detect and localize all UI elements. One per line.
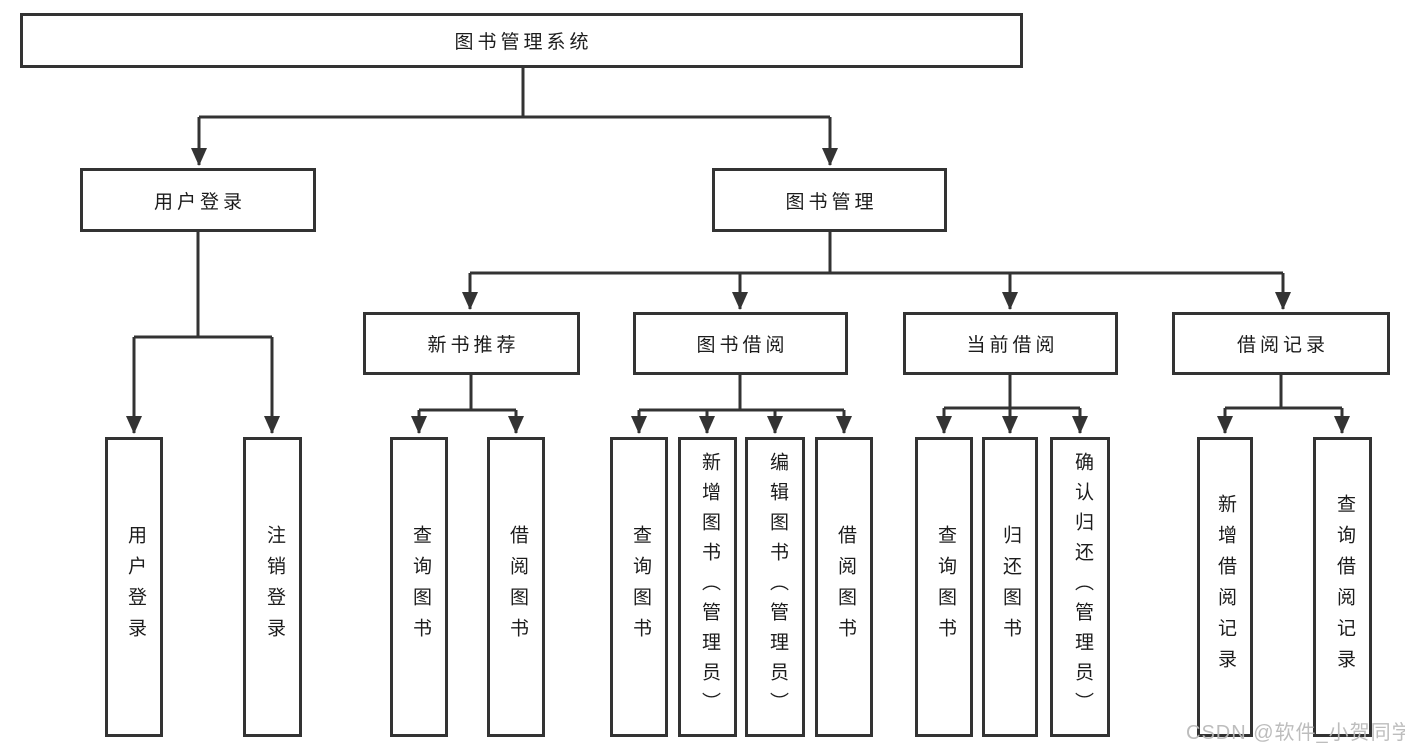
leaf-newbook-borrow-books: 借阅图书 — [487, 437, 545, 737]
node-book-borrow: 图书借阅 — [633, 312, 848, 375]
leaf-borrow-query-books: 查询图书 — [610, 437, 668, 737]
node-current-borrow: 当前借阅 — [903, 312, 1118, 375]
leaf-records-add-record: 新增借阅记录 — [1197, 437, 1253, 737]
leaf-newbook-query-books: 查询图书 — [390, 437, 448, 737]
leaf-logout: 注销登录 — [243, 437, 302, 737]
node-new-book-recommend: 新书推荐 — [363, 312, 580, 375]
leaf-current-query-books: 查询图书 — [915, 437, 973, 737]
node-book-management: 图书管理 — [712, 168, 947, 232]
node-user-login: 用户登录 — [80, 168, 316, 232]
leaf-user-login: 用户登录 — [105, 437, 163, 737]
leaf-borrow-edit-books-admin: 编辑图书（管理员） — [745, 437, 805, 737]
leaf-current-return-books: 归还图书 — [982, 437, 1038, 737]
leaf-borrow-add-books-admin: 新增图书（管理员） — [678, 437, 737, 737]
leaf-current-confirm-return-admin: 确认归还（管理员） — [1050, 437, 1110, 737]
leaf-borrow-borrow-books: 借阅图书 — [815, 437, 873, 737]
leaf-records-query-record: 查询借阅记录 — [1313, 437, 1372, 737]
node-root: 图书管理系统 — [20, 13, 1023, 68]
csdn-watermark: CSDN @软件_小贺同学 — [1186, 722, 1405, 744]
node-borrow-records: 借阅记录 — [1172, 312, 1390, 375]
